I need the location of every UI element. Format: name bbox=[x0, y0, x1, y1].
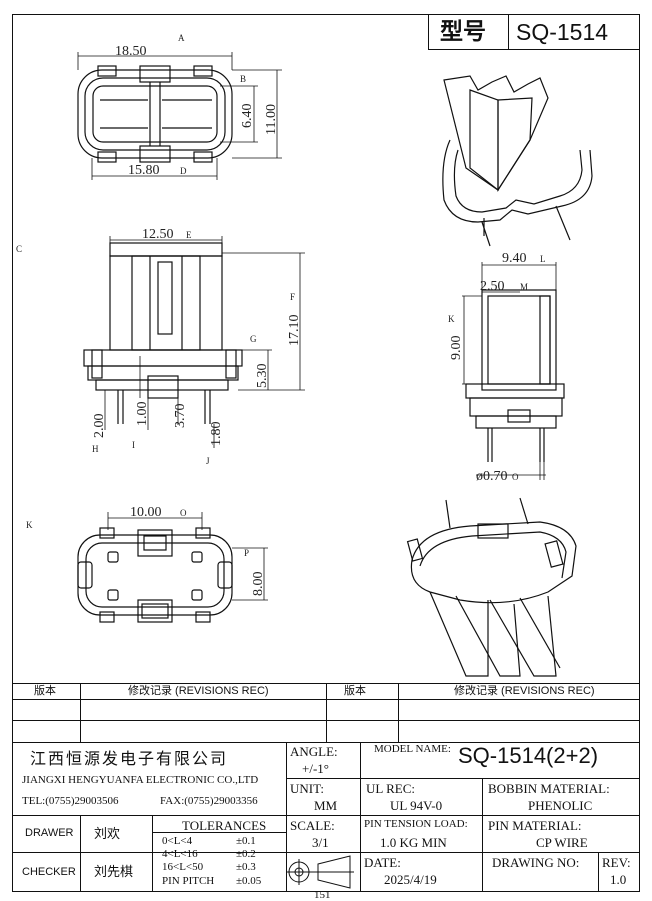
dim-top-width: 18.50 bbox=[115, 44, 147, 59]
model-header-value: SQ-1514 bbox=[516, 19, 609, 45]
dim-front-base: 5.30 bbox=[255, 364, 270, 389]
dim-top-height: 11.00 bbox=[264, 104, 279, 135]
rev-col3: 版本 bbox=[344, 685, 366, 697]
rev-value: 1.0 bbox=[610, 872, 627, 887]
angle-value: +/-1° bbox=[302, 761, 329, 776]
tag-c: C bbox=[16, 244, 22, 254]
company-fax: FAX:(0755)29003356 bbox=[160, 795, 258, 807]
tolerance-range-4: PIN PITCH bbox=[162, 875, 215, 887]
company-name-en: JIANGXI HENGYUANFA ELECTRONIC CO.,LTD bbox=[22, 774, 259, 786]
drawer-value: 刘欢 bbox=[94, 826, 121, 841]
dim-bottom-height: 8.00 bbox=[251, 572, 266, 597]
dim-side-wall: 2.50 bbox=[480, 279, 505, 294]
dim-front-pin-w: 1.00 bbox=[135, 402, 150, 427]
tolerance-value-1: ±0.1 bbox=[236, 835, 256, 847]
tolerance-value-4: ±0.05 bbox=[236, 875, 262, 887]
footer-number: 151 bbox=[314, 889, 331, 901]
dim-front-pin: 2.00 bbox=[92, 414, 107, 439]
dim-front-width: 12.50 bbox=[142, 227, 174, 242]
dim-top-inner: 6.40 bbox=[240, 104, 255, 129]
tolerance-range-2: 4<L<16 bbox=[162, 848, 198, 860]
checker-value: 刘先棋 bbox=[94, 864, 134, 879]
rev-col2: 修改记录 (REVISIONS REC) bbox=[128, 685, 269, 697]
model-header-box bbox=[428, 14, 640, 50]
rev-col4: 修改记录 (REVISIONS REC) bbox=[454, 685, 595, 697]
rev-label: REV: bbox=[602, 855, 631, 870]
drawer-label: DRAWER bbox=[25, 827, 74, 839]
front-view bbox=[83, 242, 243, 424]
date-label: DATE: bbox=[364, 855, 401, 870]
tag-j: J bbox=[206, 456, 210, 466]
top-view bbox=[77, 65, 233, 163]
pin-material-label: PIN MATERIAL: bbox=[488, 818, 582, 833]
unit-label: UNIT: bbox=[290, 781, 325, 796]
technical-drawing: 18.50 A B 6.40 11.00 15.80 D 12.50 E 17.… bbox=[16, 33, 593, 677]
tag-k-side: K bbox=[448, 314, 455, 324]
tag-l: L bbox=[540, 254, 546, 264]
bottom-view bbox=[77, 527, 233, 623]
pin-material-value: CP WIRE bbox=[536, 835, 588, 850]
angle-label: ANGLE: bbox=[290, 744, 338, 759]
side-view bbox=[465, 289, 565, 462]
rev-col1: 版本 bbox=[34, 685, 56, 697]
bobbin-label: BOBBIN MATERIAL: bbox=[488, 781, 610, 796]
tag-o-side: O bbox=[512, 472, 519, 482]
iso-view-top bbox=[442, 75, 593, 247]
tag-m: M bbox=[520, 282, 528, 292]
tag-b: B bbox=[240, 74, 246, 84]
bobbin-value: PHENOLIC bbox=[528, 798, 593, 813]
scale-value: 3/1 bbox=[312, 835, 329, 850]
company-tel: TEL:(0755)29003506 bbox=[22, 795, 119, 807]
dim-side-height: 9.00 bbox=[449, 336, 464, 361]
company-name-cn: 江西恒源发电子有限公司 bbox=[30, 751, 229, 768]
unit-value: MM bbox=[314, 798, 338, 813]
tag-p: P bbox=[244, 548, 249, 558]
tolerance-range-1: 0<L<4 bbox=[162, 835, 193, 847]
tag-e: E bbox=[186, 230, 192, 240]
model-header-label: 型号 bbox=[440, 18, 486, 44]
tolerance-value-2: ±0.2 bbox=[236, 848, 256, 860]
tag-o-bottom: O bbox=[180, 508, 187, 518]
model-label: MODEL NAME: bbox=[374, 743, 451, 755]
ul-label: UL REC: bbox=[366, 781, 415, 796]
ul-value: UL 94V-0 bbox=[390, 798, 443, 813]
tag-h: H bbox=[92, 444, 99, 454]
tolerance-value-3: ±0.3 bbox=[236, 861, 256, 873]
tolerance-range-3: 16<L<50 bbox=[162, 861, 204, 873]
tolerance-label: TOLERANCES bbox=[182, 818, 267, 833]
iso-view-bottom bbox=[406, 497, 577, 677]
date-value: 2025/4/19 bbox=[384, 872, 437, 887]
checker-label: CHECKER bbox=[22, 866, 76, 878]
drawing-frame bbox=[12, 14, 640, 892]
tag-k-bottom: K bbox=[26, 520, 33, 530]
drawing-no-label: DRAWING NO: bbox=[492, 855, 580, 870]
tag-d: D bbox=[180, 166, 187, 176]
tag-a: A bbox=[178, 33, 185, 43]
dim-top-base: 15.80 bbox=[128, 163, 160, 178]
tag-f: F bbox=[290, 292, 295, 302]
pin-tension-label: PIN TENSION LOAD: bbox=[364, 818, 468, 830]
model-value: SQ-1514(2+2) bbox=[458, 743, 599, 768]
dim-side-pin: ø0.70 bbox=[476, 469, 508, 484]
dim-side-width: 9.40 bbox=[502, 251, 527, 266]
dim-front-pin-len: 1.80 bbox=[209, 422, 224, 447]
dim-bottom-pitch: 10.00 bbox=[130, 505, 162, 520]
tag-g: G bbox=[250, 334, 257, 344]
tag-i: I bbox=[132, 440, 135, 450]
pin-tension-value: 1.0 KG MIN bbox=[380, 835, 447, 850]
dim-front-center: 3.70 bbox=[173, 404, 188, 429]
scale-label: SCALE: bbox=[290, 818, 335, 833]
dim-front-height: 17.10 bbox=[287, 315, 302, 347]
